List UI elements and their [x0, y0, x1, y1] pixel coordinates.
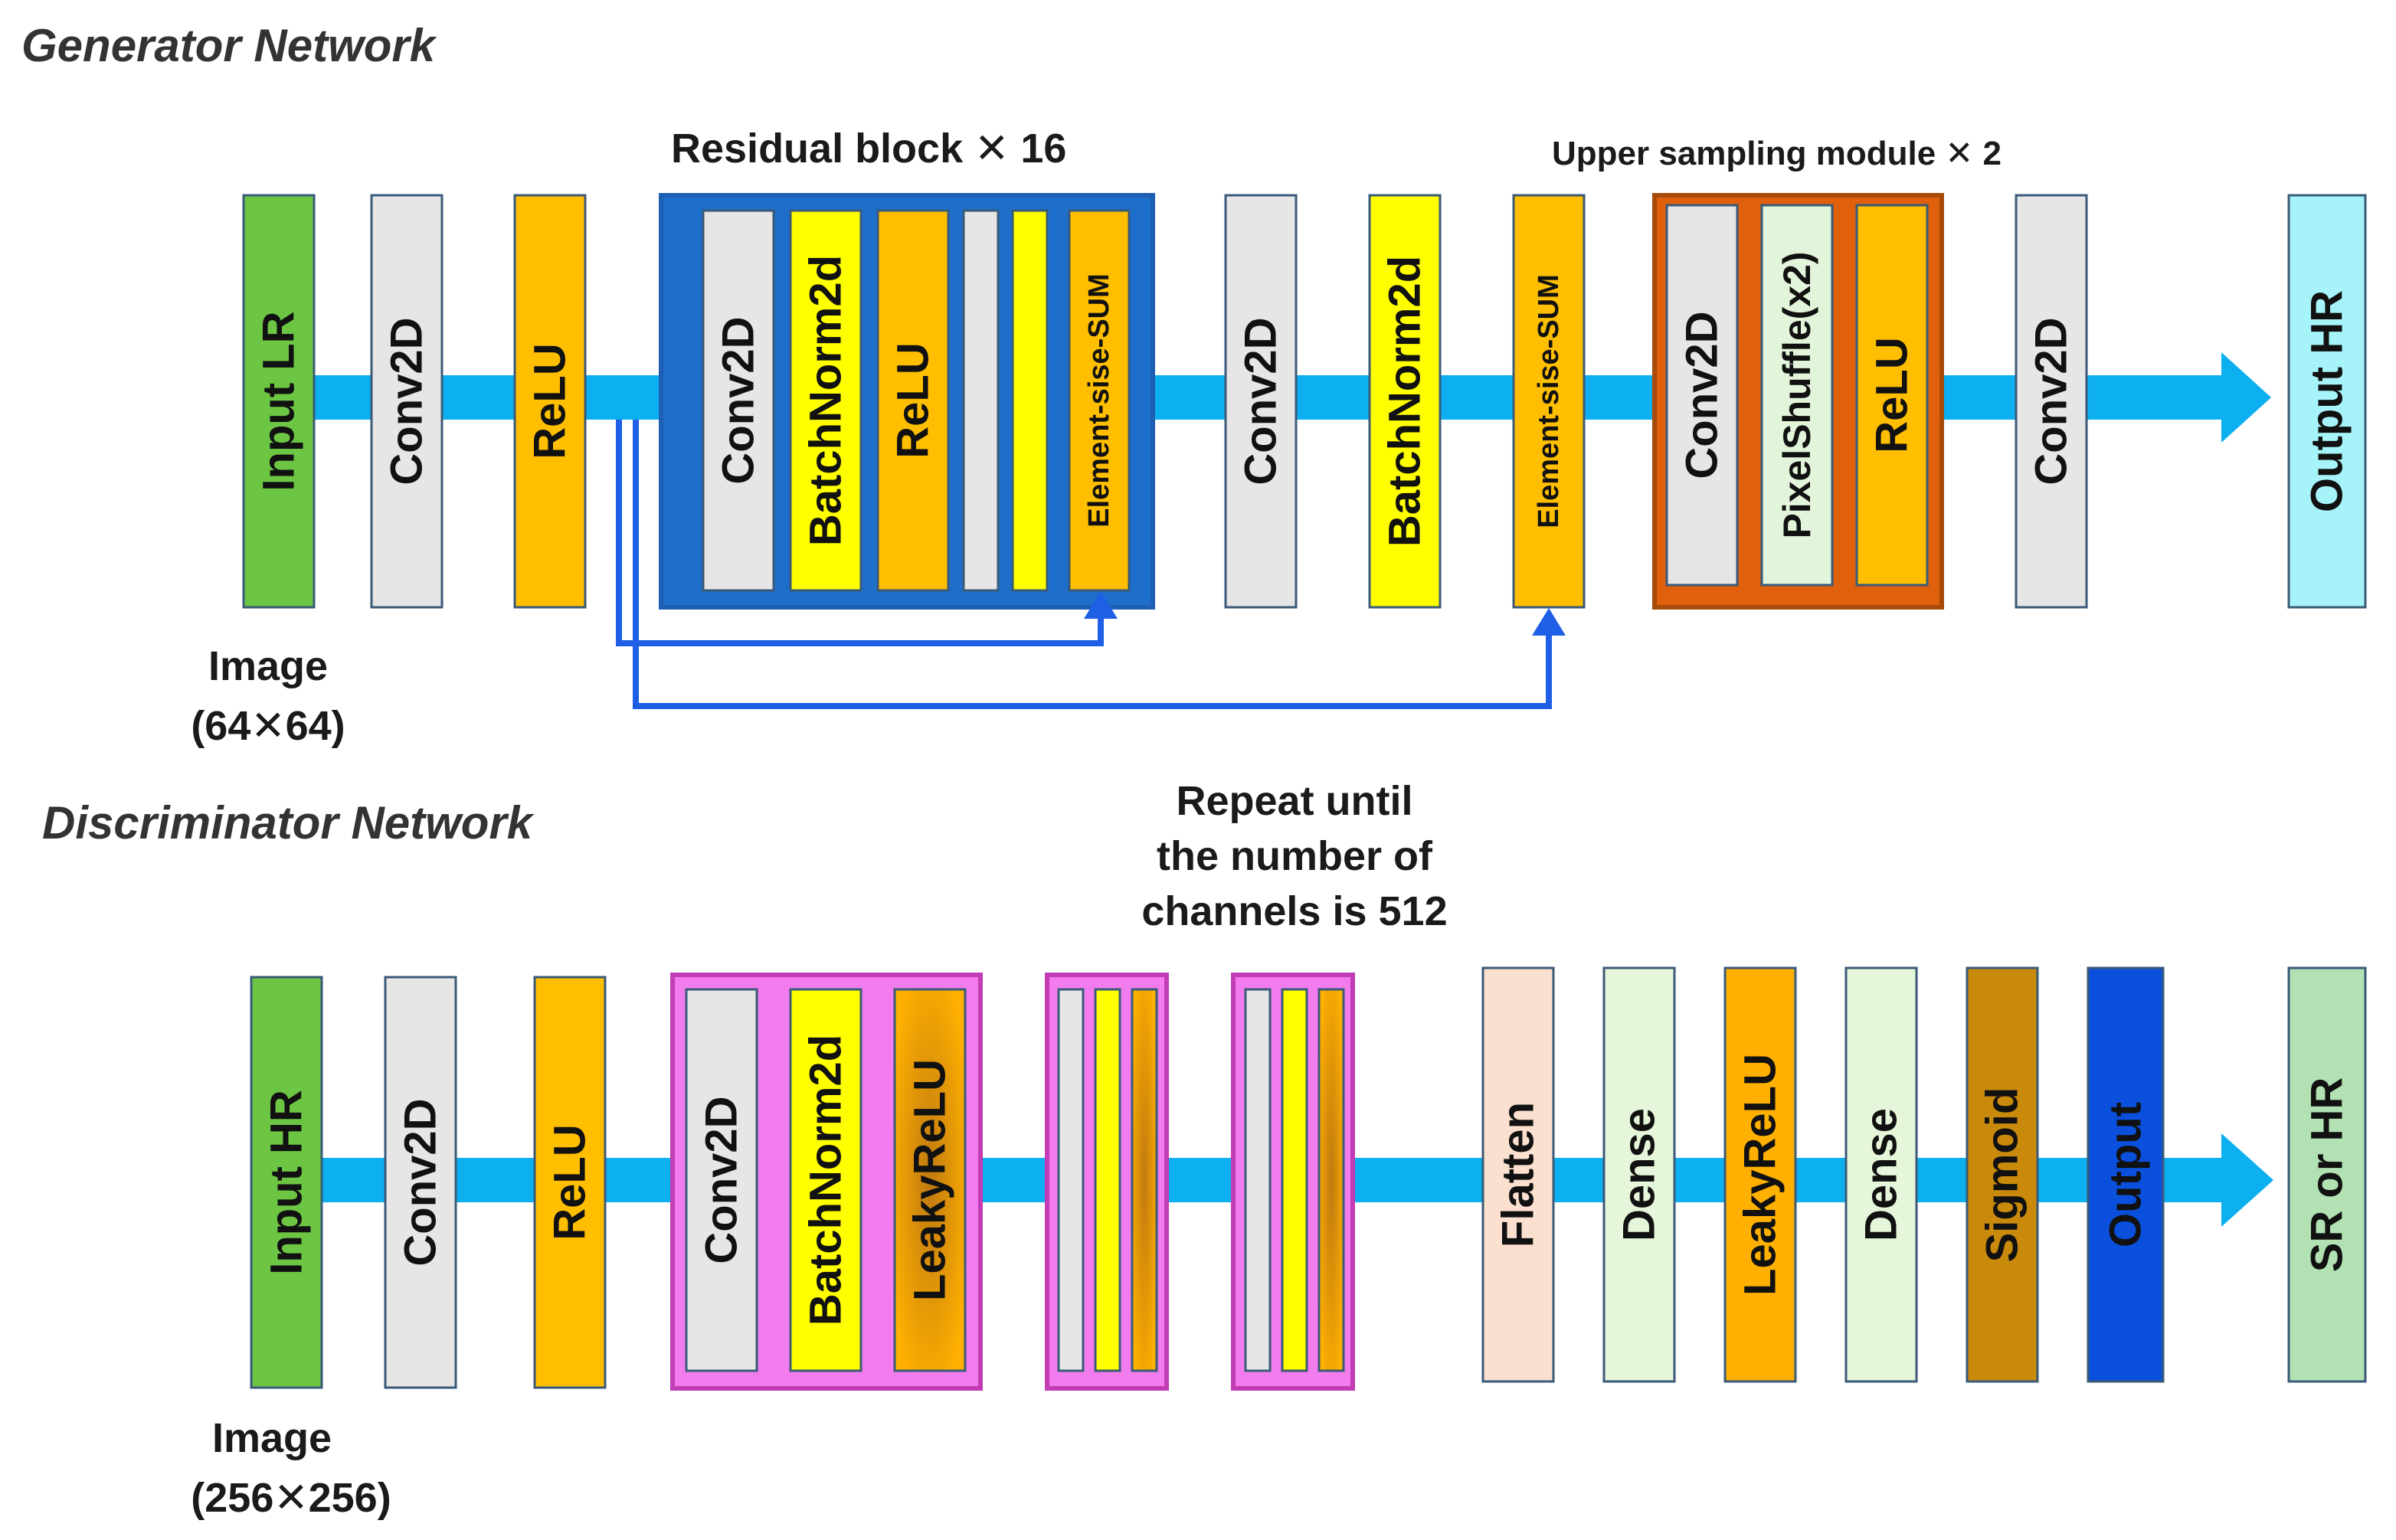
discriminator-image-size: (256✕256) — [191, 1475, 391, 1521]
disc-layer-dense-1: Dense — [1602, 966, 1676, 1383]
upsample-layer-relu: ReLU — [1855, 204, 1929, 587]
svg-text:Conv2D: Conv2D — [1678, 311, 1727, 479]
svg-text:Input HR: Input HR — [262, 1090, 312, 1275]
disc-layer-dense-2: Dense — [1844, 966, 1918, 1383]
disc-layer-conv2d-1: Conv2D — [384, 976, 457, 1389]
disc-layer-flatten: Flatten — [1481, 966, 1555, 1383]
residual-layer-batchnorm2d-small — [1011, 209, 1049, 592]
svg-text:Conv2D: Conv2D — [1236, 317, 1286, 485]
generator-layer-conv2d-2: Conv2D — [1224, 194, 1298, 609]
svg-text:ReLU: ReLU — [525, 343, 575, 459]
generator-layer-input-lr: Input LR — [242, 194, 316, 609]
svg-text:BatchNorm2d: BatchNorm2d — [1380, 256, 1430, 547]
generator-title: Generator Network — [21, 20, 437, 71]
residual-layer-relu: ReLU — [876, 209, 950, 592]
svg-text:Element-sise-SUM: Element-sise-SUM — [1083, 273, 1115, 528]
disc-repeat-block-2-layers — [1057, 988, 1158, 1372]
svg-text:Conv2D: Conv2D — [697, 1096, 747, 1264]
svg-text:Flatten: Flatten — [1494, 1102, 1543, 1247]
disc-block-leakyrelu: LeakyReLU — [893, 988, 967, 1372]
disc-layer-input-hr: Input HR — [250, 976, 323, 1389]
disc-layer-leakyrelu: LeakyReLU — [1723, 966, 1797, 1383]
svg-text:LeakyReLU: LeakyReLU — [1736, 1054, 1786, 1296]
svg-text:Conv2D: Conv2D — [396, 1098, 446, 1266]
discriminator-image-label: Image — [212, 1415, 332, 1461]
residual-layer-element-sum: Element-sise-SUM — [1068, 209, 1131, 592]
residual-layer-conv2d: Conv2D — [702, 209, 775, 592]
svg-text:ReLU: ReLU — [889, 342, 938, 458]
generator-layer-batchnorm2d: BatchNorm2d — [1368, 194, 1442, 609]
svg-text:Conv2D: Conv2D — [382, 317, 432, 485]
disc-layer-sr-or-hr: SR or HR — [2287, 966, 2367, 1383]
repeat-note-line-1: Repeat until — [1176, 778, 1412, 824]
disc-layer-sigmoid: Sigmoid — [1966, 966, 2039, 1383]
upsample-layer-conv2d: Conv2D — [1665, 204, 1739, 587]
generator-layer-output-hr: Output HR — [2287, 194, 2367, 609]
svg-text:Element-sise-SUM: Element-sise-SUM — [1533, 274, 1565, 528]
svg-text:ReLU: ReLU — [1867, 337, 1917, 453]
disc-repeat-block-3-layers — [1244, 988, 1345, 1372]
disc-layer-output: Output — [2087, 966, 2165, 1383]
svg-text:ReLU: ReLU — [545, 1124, 595, 1240]
svg-text:Input LR: Input LR — [254, 311, 304, 491]
svg-text:Output: Output — [2101, 1102, 2151, 1247]
svg-text:LeakyReLU: LeakyReLU — [905, 1059, 955, 1301]
generator-layer-element-sum: Element-sise-SUM — [1512, 194, 1586, 609]
svg-text:PixelShuffle(x2): PixelShuffle(x2) — [1776, 251, 1818, 538]
svg-text:Conv2D: Conv2D — [2027, 317, 2077, 485]
generator-layer-relu-1: ReLU — [513, 194, 587, 609]
svg-text:BatchNorm2d: BatchNorm2d — [801, 1035, 851, 1326]
disc-block-batchnorm2d: BatchNorm2d — [789, 988, 862, 1372]
residual-layer-conv2d-small — [962, 209, 1000, 592]
svg-text:Dense: Dense — [1615, 1108, 1664, 1241]
generator-image-label: Image — [208, 643, 328, 689]
skip-connection-global — [633, 420, 1566, 709]
upsample-layer-pixelshuffle: PixelShuffle(x2) — [1760, 204, 1834, 587]
svg-text:BatchNorm2d: BatchNorm2d — [801, 255, 851, 546]
generator-layer-conv2d-1: Conv2D — [370, 194, 444, 609]
repeat-note-line-3: channels is 512 — [1141, 888, 1447, 934]
generator-image-size: (64✕64) — [191, 703, 345, 749]
upsample-module-label: Upper sampling module ✕ 2 — [1552, 135, 2002, 172]
svg-text:Dense: Dense — [1857, 1108, 1907, 1241]
disc-block-conv2d: Conv2D — [685, 988, 758, 1372]
disc-layer-relu: ReLU — [533, 976, 607, 1389]
svg-text:Output HR: Output HR — [2303, 290, 2352, 512]
generator-layer-conv2d-3: Conv2D — [2015, 194, 2088, 609]
skip-connection-residual — [616, 420, 1118, 646]
residual-layer-batchnorm2d: BatchNorm2d — [789, 209, 862, 592]
svg-text:Conv2D: Conv2D — [714, 316, 764, 484]
svg-text:SR or HR: SR or HR — [2303, 1077, 2352, 1273]
repeat-note-line-2: the number of — [1157, 833, 1433, 879]
svg-text:Sigmoid: Sigmoid — [1978, 1087, 2028, 1263]
discriminator-title: Discriminator Network — [42, 797, 535, 848]
residual-block-label: Residual block ✕ 16 — [671, 126, 1066, 172]
